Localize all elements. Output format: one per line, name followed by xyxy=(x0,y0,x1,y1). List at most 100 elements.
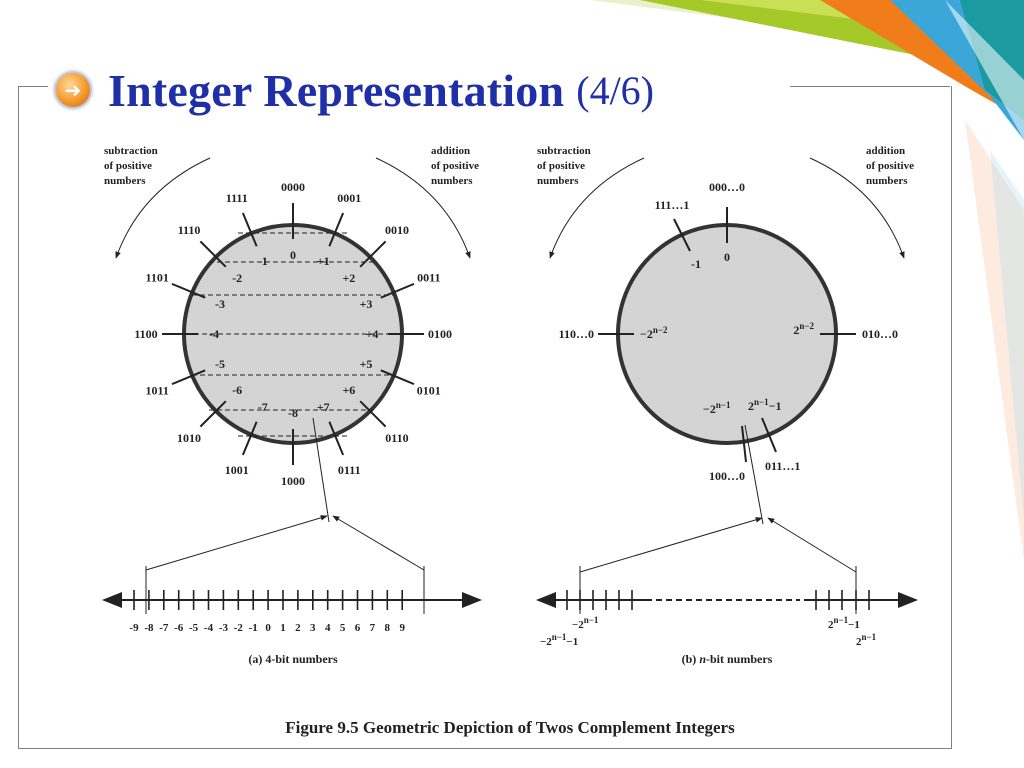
frame-top-right xyxy=(790,86,950,87)
slide-title: Integer Representation xyxy=(108,64,565,116)
svg-text:of positive: of positive xyxy=(537,160,585,172)
subtraction-label-a: subtraction of positive numbers xyxy=(104,145,158,187)
value-upper-left-b: -1 xyxy=(691,257,701,271)
circle-a-code: 1100 xyxy=(134,327,157,341)
circle-a-tick xyxy=(199,400,227,428)
arrow-right-icon: ➜ xyxy=(54,71,92,109)
circle-a-value: -8 xyxy=(288,406,298,420)
subtraction-arrow-a xyxy=(115,157,211,259)
circle-a-codes: 0000000100100011010001010110011110001001… xyxy=(134,180,452,488)
circle-b-ticks xyxy=(598,207,856,463)
svg-text:of positive: of positive xyxy=(104,160,152,172)
number-line-a-label: 7 xyxy=(370,622,376,634)
circle-a-ticks xyxy=(162,203,424,465)
svg-text:of positive: of positive xyxy=(866,160,914,172)
value-top-b: 0 xyxy=(724,250,730,264)
circle-a-value: 0 xyxy=(290,248,296,262)
diagram-a: subtraction of positive numbers addition… xyxy=(102,145,482,666)
subtraction-arrow-b xyxy=(549,157,645,259)
circle-a-values: 0+1+2+3+4+5+6+7-8-7-6-5-4-3-2-1 xyxy=(209,248,378,420)
circle-a-tick xyxy=(241,212,258,247)
title-bar: ➜ Integer Representation (4/6) xyxy=(54,58,665,122)
number-line-b-labels: −2n−1 −2n−1−1 2n−1−1 2n−1 xyxy=(540,615,877,648)
circle-a-value: -2 xyxy=(232,271,242,285)
content-frame xyxy=(18,86,952,749)
code-right-b: 010…0 xyxy=(862,327,898,341)
circle-a-code: 1000 xyxy=(281,474,305,488)
circle-a-tick xyxy=(359,400,387,428)
code-bottom-right-b: 011…1 xyxy=(765,459,800,473)
value-left-b: −2n−2 xyxy=(640,325,668,341)
sublabel-b: (b) n-bit numbers xyxy=(682,652,773,666)
number-line-a-label: -6 xyxy=(174,622,184,634)
number-line-a-label: 3 xyxy=(310,622,316,634)
circle-a-tick xyxy=(241,421,258,456)
number-line-a-label: -9 xyxy=(129,622,139,634)
svg-text:numbers: numbers xyxy=(431,175,473,187)
addition-label-b: addition of positive numbers xyxy=(866,145,914,187)
circle-a-value: +1 xyxy=(317,254,330,268)
circle-a-value: +6 xyxy=(342,383,355,397)
number-line-a-label: -8 xyxy=(144,622,154,634)
circle-a-tick xyxy=(380,369,415,386)
zoom-left-a xyxy=(145,515,328,571)
circle-a-value: +5 xyxy=(360,357,373,371)
circle-a-value: -3 xyxy=(215,297,225,311)
svg-text:addition: addition xyxy=(866,145,905,157)
svg-text:numbers: numbers xyxy=(537,175,579,187)
circle-a-value: -5 xyxy=(215,357,225,371)
svg-text:subtraction: subtraction xyxy=(537,145,591,157)
circle-a-tick xyxy=(328,421,345,456)
circle-a-code: 0000 xyxy=(281,180,305,194)
circle-b-exponent-values: −2n−2 2n−2 −2n−1 2n−1−1 xyxy=(640,321,814,416)
svg-text:numbers: numbers xyxy=(104,175,146,187)
svg-text:numbers: numbers xyxy=(866,175,908,187)
circle-a-tick xyxy=(359,240,387,268)
circle-a-tick xyxy=(199,240,227,268)
twos-complement-figure: subtraction of positive numbers addition… xyxy=(102,145,918,666)
code-bottom-left-b: 100…0 xyxy=(709,469,745,483)
number-line-a-ticks xyxy=(133,590,404,610)
label-neg-2-pow-n-1-minus-1: −2n−1−1 xyxy=(540,632,578,648)
number-line-a-label: -4 xyxy=(204,622,214,634)
circle-b-labels: 000…0 0 111…1 -1 110…0 010…0 100…0 011…1 xyxy=(559,180,898,483)
zoom-right-a xyxy=(332,515,425,571)
frame-top-left xyxy=(18,86,48,87)
svg-text:of positive: of positive xyxy=(431,160,479,172)
number-line-b-ticks xyxy=(566,590,870,610)
svg-text:addition: addition xyxy=(431,145,470,157)
circle-a-code: 0011 xyxy=(417,271,440,285)
zoom-right-b xyxy=(767,517,857,573)
circle-a-value: +3 xyxy=(360,297,373,311)
circle-a-tick xyxy=(171,369,206,386)
svg-text:subtraction: subtraction xyxy=(104,145,158,157)
code-top-b: 000…0 xyxy=(709,180,745,194)
zoom-pointer-b xyxy=(744,424,764,525)
slide-title-suffix: (4/6) xyxy=(576,67,655,113)
subtraction-label-b: subtraction of positive numbers xyxy=(537,145,591,187)
circle-a-code: 1111 xyxy=(226,191,248,205)
number-line-a-label: 1 xyxy=(280,622,286,634)
circle-a-code: 1010 xyxy=(177,431,201,445)
circle-a-chords xyxy=(186,232,400,437)
value-bottom-right-b: 2n−1−1 xyxy=(748,397,781,413)
number-line-a-label: 8 xyxy=(385,622,391,634)
code-upper-left-b: 111…1 xyxy=(655,198,690,212)
circle-a-code: 1101 xyxy=(146,271,169,285)
value-bottom-left-b: −2n−1 xyxy=(703,400,731,416)
circle-a-code: 1001 xyxy=(225,463,249,477)
diagram-b: subtraction of positive numbers addition… xyxy=(536,145,918,666)
sublabel-a: (a) 4-bit numbers xyxy=(248,652,338,666)
circle-a-value: -6 xyxy=(232,383,242,397)
circle-a-code: 0100 xyxy=(428,327,452,341)
circle-a-value: -1 xyxy=(258,254,268,268)
number-line-a-label: -7 xyxy=(159,622,169,634)
number-line-a-label: 9 xyxy=(399,622,405,634)
circle-a-tick xyxy=(380,282,415,299)
label-neg-2-pow-n-1: −2n−1 xyxy=(572,615,599,631)
addition-arrow-a xyxy=(375,157,471,259)
circle-a-tick xyxy=(171,282,206,299)
circle-a-value: -7 xyxy=(258,400,268,414)
number-line-a-label: -5 xyxy=(189,622,199,634)
